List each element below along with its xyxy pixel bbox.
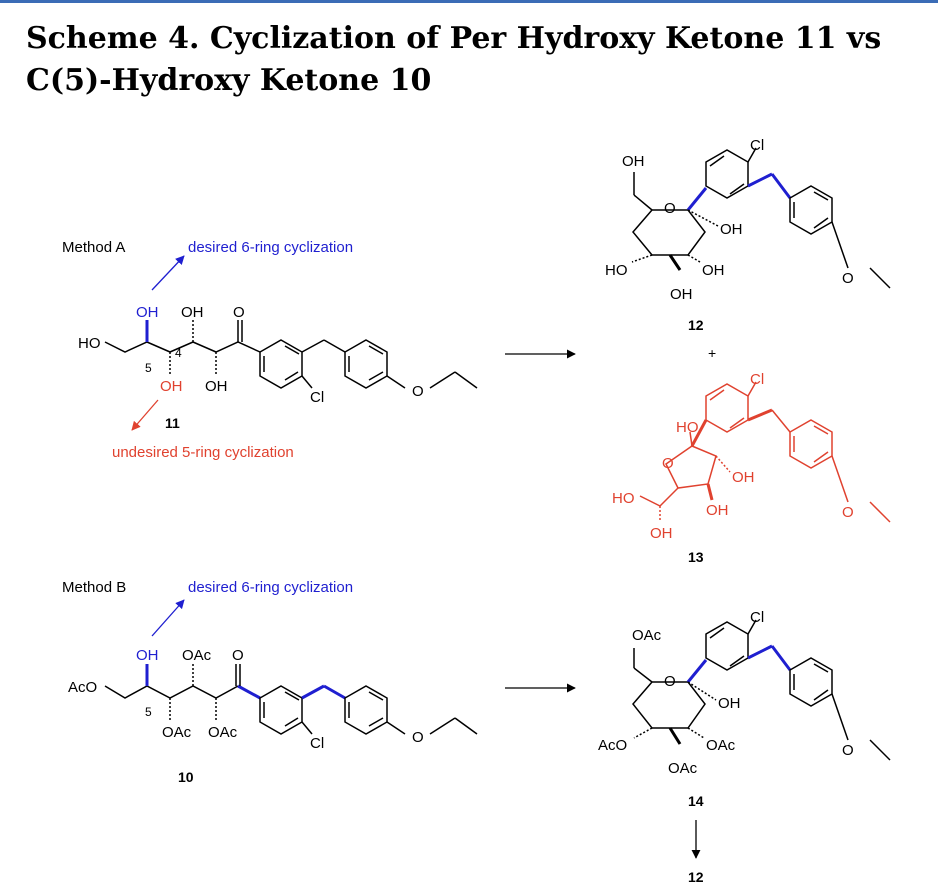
- c11-locant-4: 4: [175, 346, 182, 360]
- compound-13: [639, 381, 891, 523]
- c11-oh-c5: OH: [136, 304, 159, 321]
- compound-12-number: 12: [688, 317, 704, 333]
- desired-arrow-b: [151, 599, 185, 637]
- c11-ketone-o: O: [233, 304, 245, 321]
- c13-cl: Cl: [750, 371, 764, 388]
- c10-ketone-o: O: [232, 647, 244, 664]
- c13-oh-bottom: OH: [706, 502, 729, 519]
- c12-oh-right: OH: [702, 262, 725, 279]
- c11-oh-c4: OH: [160, 378, 183, 395]
- c11-o-ethoxy: O: [412, 383, 424, 400]
- c14-oac-right: OAc: [706, 737, 736, 754]
- c11-oh-c2: OH: [205, 378, 228, 395]
- title-rule: [0, 0, 938, 3]
- c11-cl: Cl: [310, 389, 324, 406]
- c13-ho-side: HO: [612, 490, 635, 507]
- c12-cl: Cl: [750, 137, 764, 154]
- c10-o-ethoxy: O: [412, 729, 424, 746]
- compound-13-labels: Cl HO O OH OH HO OH O: [612, 371, 854, 542]
- compound-12-labels: Cl O OH OH HO OH OH O 12: [605, 137, 854, 333]
- c10-oh-c5: OH: [136, 647, 159, 664]
- c10-oac-a: OAc: [162, 724, 192, 741]
- c12-oh-anomeric: OH: [720, 221, 743, 238]
- compound-10-labels: AcO OH 5 OAc OAc OAc O Cl O 10: [68, 647, 424, 785]
- desired-note-b: desired 6-ring cyclization: [188, 579, 353, 596]
- c12-o-ethoxy: O: [842, 270, 854, 287]
- c14-oac-ch2: OAc: [632, 627, 662, 644]
- compound-10-number: 10: [178, 769, 194, 785]
- undesired-arrow-a: [131, 399, 159, 431]
- c10-oac-top: OAc: [182, 647, 212, 664]
- c13-o-ethoxy: O: [842, 504, 854, 521]
- method-b: Method B desired 6-ring cyclization: [62, 579, 891, 885]
- compound-10: [104, 664, 478, 735]
- c12-ring-o: O: [664, 200, 676, 217]
- c11-locant-5: 5: [145, 361, 152, 375]
- scheme-title: Scheme 4. Cyclization of Per Hydroxy Ket…: [26, 21, 882, 98]
- c11-ho: HO: [78, 335, 101, 352]
- c14-ring-o: O: [664, 673, 676, 690]
- compound-11-number: 11: [165, 415, 180, 431]
- compound-12: [631, 147, 891, 289]
- method-b-label: Method B: [62, 579, 126, 596]
- method-a: Method A desired 6-ring cyclization unde…: [62, 137, 891, 565]
- undesired-note-a: undesired 5-ring cyclization: [112, 444, 294, 461]
- c12-oh-ch2: OH: [622, 153, 645, 170]
- compound-14-number: 14: [688, 793, 704, 809]
- c14-oac-bottom: OAc: [668, 760, 698, 777]
- c11-oh-c3: OH: [181, 304, 204, 321]
- compound-14-labels: Cl OAc O OH AcO OAc OAc O 14: [598, 609, 854, 809]
- c12-oh-bottom: OH: [670, 286, 693, 303]
- compound-11: [104, 320, 478, 389]
- final-product-number: 12: [688, 869, 704, 885]
- c13-ring-o: O: [662, 455, 674, 472]
- c14-aco-left: AcO: [598, 737, 627, 754]
- compound-11-labels: HO OH 5 4 OH OH OH O Cl O 11: [78, 304, 424, 431]
- desired-arrow-a: [151, 255, 185, 291]
- c10-oac-b: OAc: [208, 724, 238, 741]
- c10-cl: Cl: [310, 735, 324, 752]
- c14-o-ethoxy: O: [842, 742, 854, 759]
- desired-note-a: desired 6-ring cyclization: [188, 239, 353, 256]
- c10-aco: AcO: [68, 679, 97, 696]
- c14-oh-anomeric: OH: [718, 695, 741, 712]
- c12-ho-left: HO: [605, 262, 628, 279]
- compound-14: [632, 619, 891, 761]
- c13-oh-ring: OH: [732, 469, 755, 486]
- c13-oh-side: OH: [650, 525, 673, 542]
- compound-13-number: 13: [688, 549, 704, 565]
- method-a-label: Method A: [62, 239, 125, 256]
- c10-locant-5: 5: [145, 705, 152, 719]
- c14-cl: Cl: [750, 609, 764, 626]
- c13-ho-anomeric: HO: [676, 419, 699, 436]
- plus-sign: +: [708, 345, 716, 361]
